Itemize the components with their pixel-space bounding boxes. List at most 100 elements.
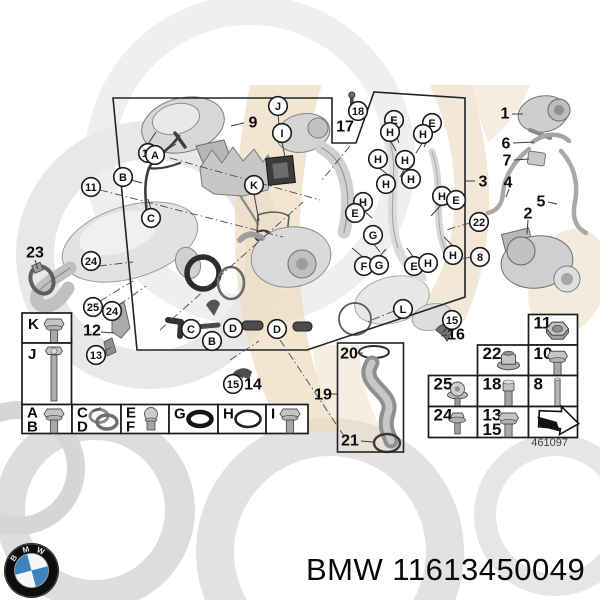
svg-text:24: 24: [434, 406, 453, 425]
callout-circle-K: K: [243, 174, 265, 196]
socket-bolt-icon: [502, 379, 515, 407]
svg-text:15: 15: [227, 379, 239, 391]
svg-text:D: D: [273, 324, 281, 336]
hex-nut-icon: [545, 321, 570, 340]
hex-bolt-icon: [43, 318, 65, 344]
callout-circle-J: J: [267, 95, 289, 117]
svg-text:18: 18: [352, 106, 364, 118]
callout-label-19: 19: [314, 387, 332, 404]
charge-air-hose-drawing: [358, 345, 402, 454]
svg-text:E: E: [452, 195, 459, 207]
svg-text:15: 15: [446, 315, 458, 327]
svg-text:D: D: [77, 419, 88, 436]
bmw-logo: B M W: [4, 543, 59, 598]
bmw-logo-quadrants: B M W: [9, 544, 49, 588]
torx-screw-icon: [447, 381, 468, 407]
small-fittings-drawing: [165, 299, 313, 339]
callout-label-4: 4: [504, 175, 513, 192]
svg-text:13: 13: [90, 350, 102, 362]
svg-text:I: I: [280, 128, 283, 140]
leader-lines: [34, 102, 558, 443]
callout-circle-H: H: [412, 123, 434, 145]
svg-text:24: 24: [106, 306, 119, 318]
svg-text:B: B: [119, 172, 127, 184]
callout-circle-C: C: [140, 207, 162, 229]
flange-nut-icon: [497, 350, 520, 371]
callout-label-5: 5: [537, 194, 546, 211]
callout-circle-F: F: [353, 255, 375, 277]
callout-circle-D: D: [222, 317, 244, 339]
long-bolt-icon: [44, 346, 64, 402]
callout-circle-24: 24: [80, 250, 102, 272]
drawing-number: 461097: [531, 437, 568, 449]
svg-text:K: K: [250, 180, 258, 192]
hex-bolt-icon: [497, 412, 520, 438]
svg-text:8: 8: [477, 252, 483, 264]
callout-label-9: 9: [249, 115, 258, 132]
upper-turbo-drawing: [275, 113, 355, 239]
svg-text:G: G: [375, 260, 384, 272]
legend-cell-C-D: [71, 403, 122, 435]
legend-cell-H: [217, 403, 267, 435]
brand-part-number: BMW 11613450049: [306, 552, 585, 588]
svg-text:K: K: [28, 316, 39, 333]
svg-text:H: H: [419, 129, 427, 141]
callout-circle-24: 24: [101, 300, 123, 322]
callout-circle-25: 25: [82, 296, 104, 318]
callout-circle-15: 15: [441, 309, 463, 331]
callout-circle-L: L: [392, 298, 414, 320]
svg-text:18: 18: [483, 375, 502, 394]
callout-circle-H: H: [417, 252, 439, 274]
callout-circle-D: D: [266, 318, 288, 340]
turbocharger-1-drawing: [517, 95, 571, 140]
svg-text:H: H: [401, 155, 409, 167]
svg-text:H: H: [438, 191, 446, 203]
svg-text:J: J: [28, 346, 36, 363]
main-parts-box: [112, 91, 466, 351]
callout-label-6: 6: [502, 136, 511, 153]
svg-text:C: C: [147, 213, 155, 225]
callout-circle-E: E: [344, 202, 366, 224]
o-ring-icon: [234, 409, 262, 429]
svg-text:H: H: [223, 406, 234, 423]
bmw-logo-letters: B M W: [9, 544, 47, 563]
svg-text:E: E: [428, 118, 435, 130]
direction-arrow-icon: [537, 404, 581, 437]
callout-circle-22: 22: [468, 211, 490, 233]
callout-label-21: 21: [341, 433, 359, 450]
logo-letter-m: M: [22, 544, 31, 555]
callout-circle-11: 11: [80, 176, 102, 198]
svg-text:H: H: [374, 154, 382, 166]
svg-text:F: F: [361, 261, 368, 273]
svg-text:11: 11: [85, 182, 97, 194]
callout-circle-H: H: [375, 173, 397, 195]
callout-label-3: 3: [479, 174, 488, 191]
callout-circle-13: 13: [85, 344, 107, 366]
hex-bolt-icon: [43, 408, 65, 434]
callout-label-23: 23: [26, 245, 44, 262]
callout-circle-H: H: [367, 148, 389, 170]
callout-circle-H: H: [400, 168, 422, 190]
callout-circle-8: 8: [469, 246, 491, 268]
svg-text:H: H: [359, 197, 367, 209]
svg-text:B: B: [27, 419, 38, 436]
callout-circle-C: C: [180, 318, 202, 340]
vacuum-line-drawing: [144, 131, 187, 218]
svg-text:15: 15: [483, 420, 502, 439]
svg-text:E: E: [410, 261, 417, 273]
center-turbocharger-drawing: [237, 226, 332, 288]
svg-text:13: 13: [483, 406, 502, 425]
callout-circle-15: 15: [222, 373, 244, 395]
svg-text:25: 25: [434, 375, 453, 394]
svg-text:H: H: [386, 127, 394, 139]
callout-label-7: 7: [503, 153, 512, 170]
callout-circle-18: 18: [347, 100, 369, 122]
sleeve-7-drawing: [526, 150, 546, 167]
callout-label-1: 1: [501, 106, 510, 123]
callout-label-2: 2: [524, 206, 533, 223]
callout-circle-H: H: [379, 121, 401, 143]
seal-ring-icon: [186, 409, 214, 429]
coolant-line-6-drawing: [530, 132, 572, 145]
